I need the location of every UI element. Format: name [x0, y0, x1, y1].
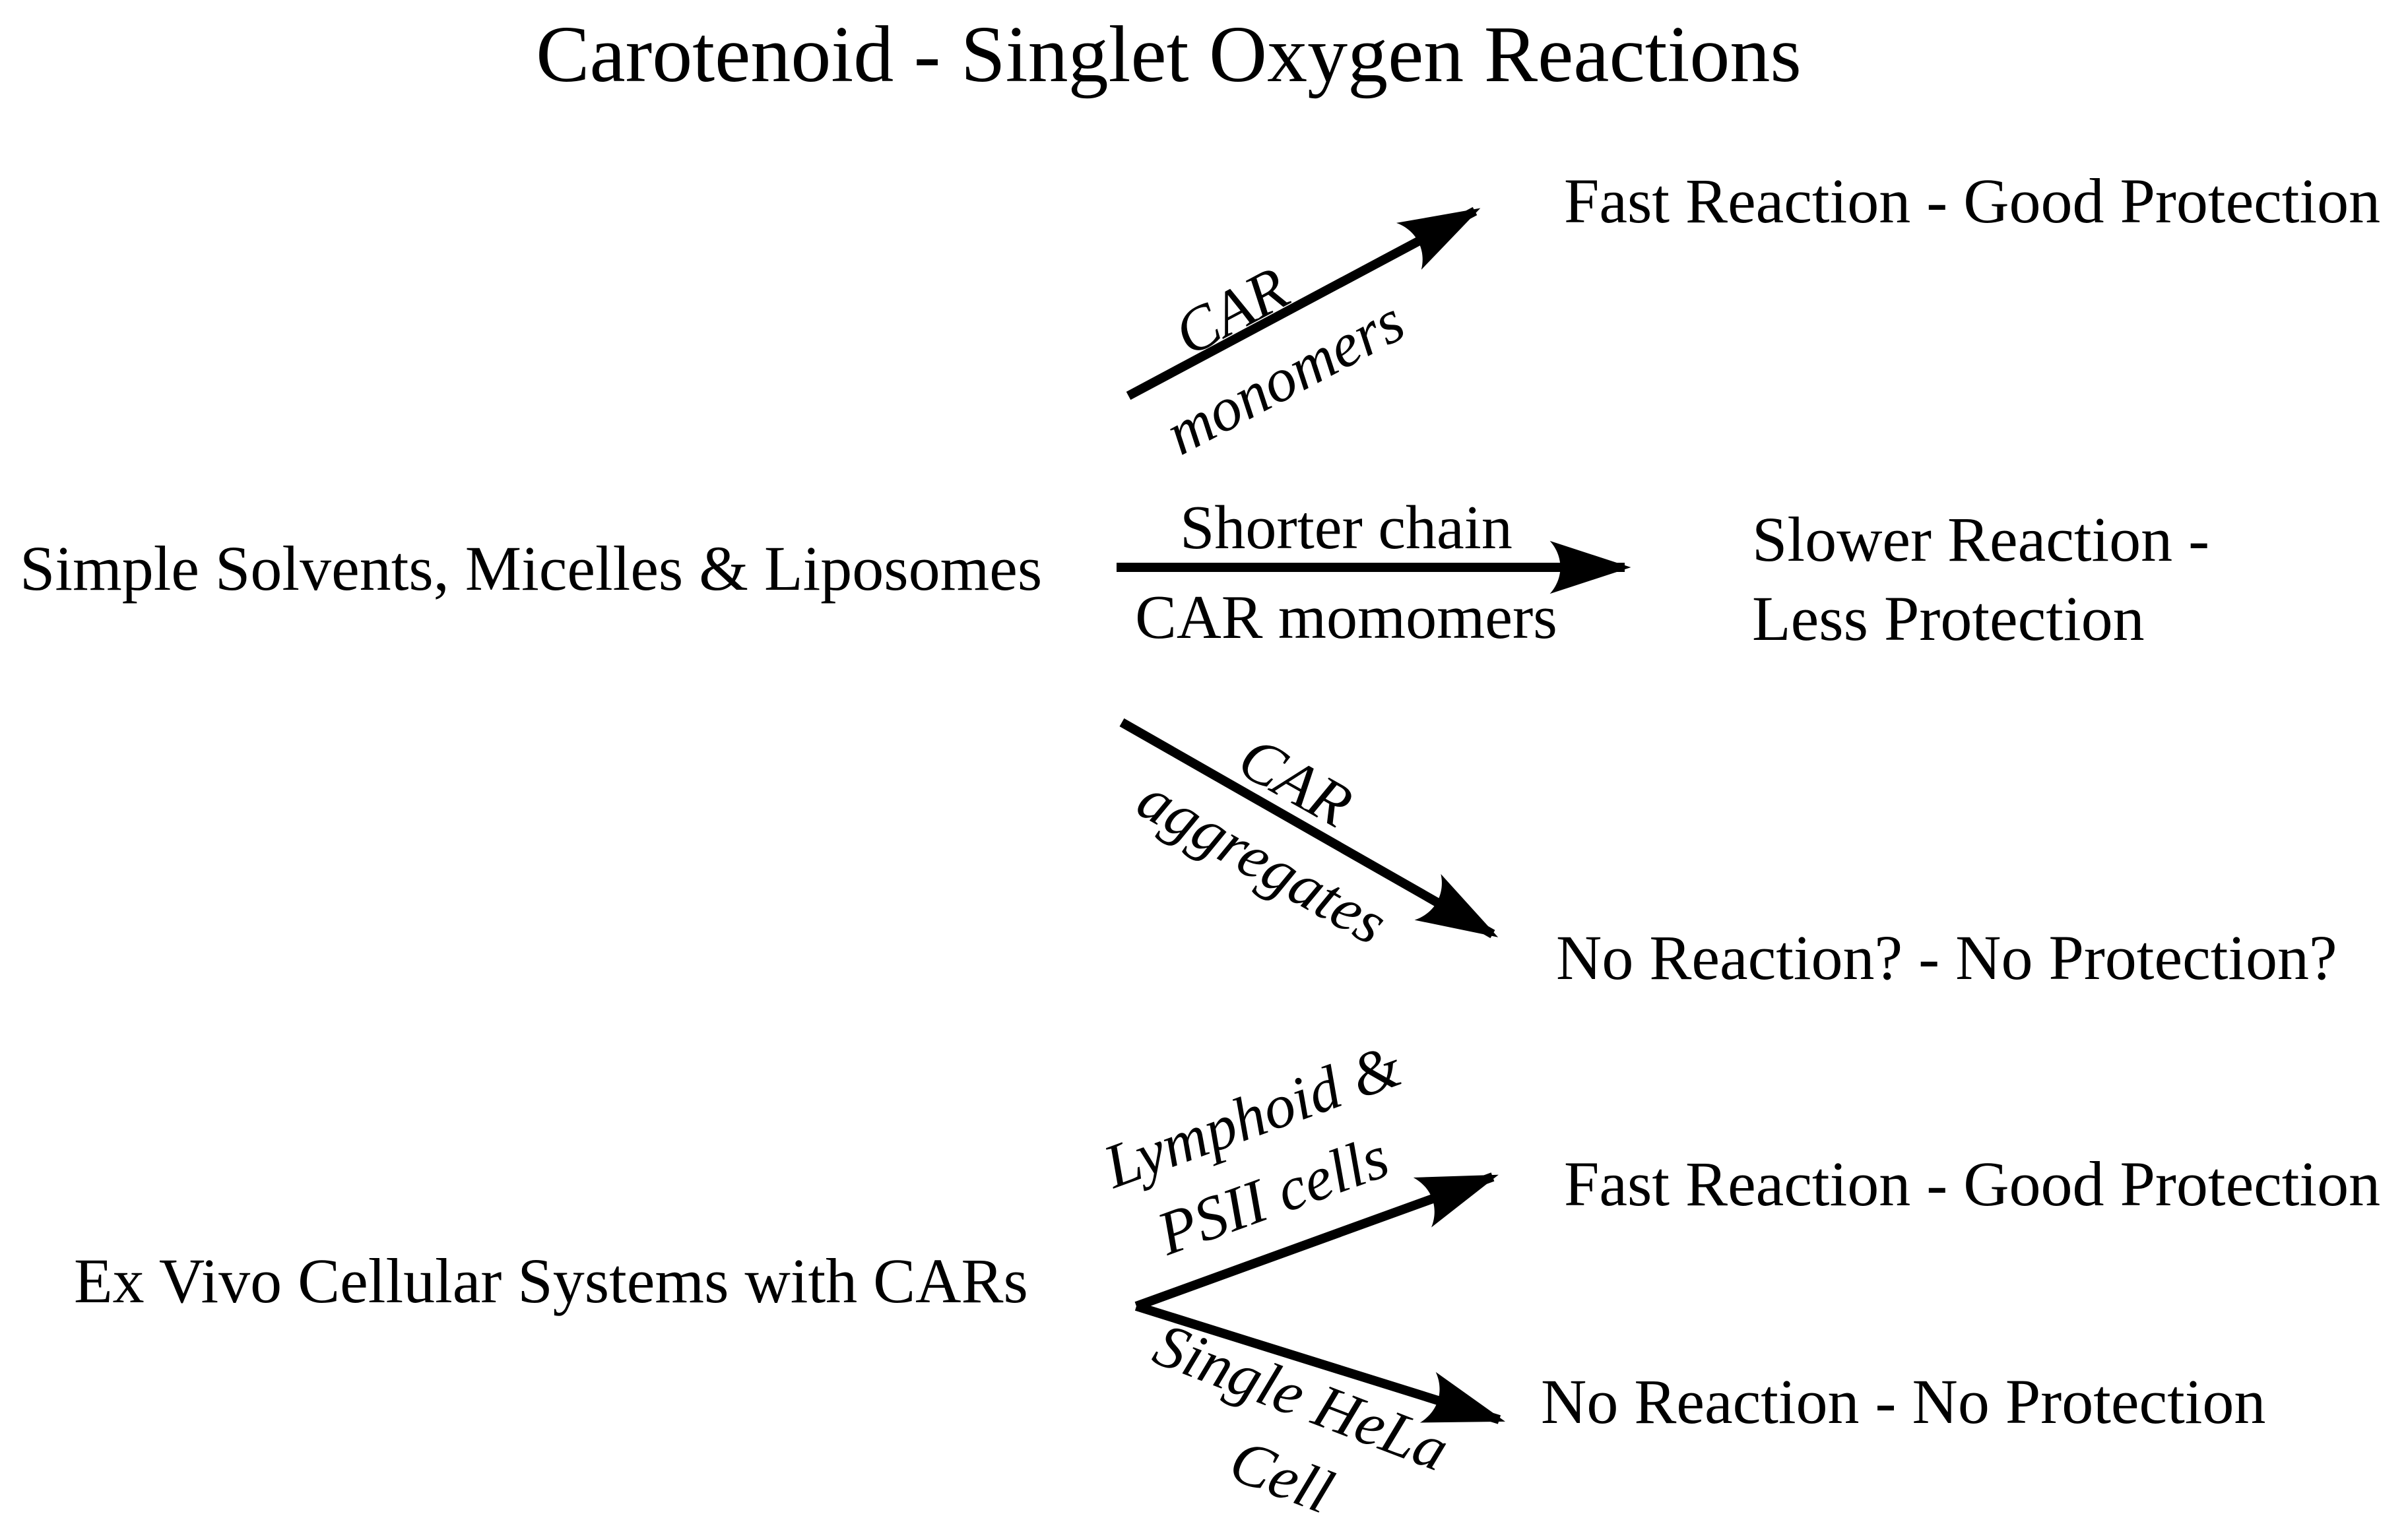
outcome-slower-less-line1: Slower Reaction -	[1752, 504, 2210, 575]
outcome-fast-good-top: Fast Reaction - Good Protection	[1564, 166, 2381, 236]
outcome-no-reaction-question: No Reaction? - No Protection?	[1556, 922, 2337, 993]
outcome-slower-less: Slower Reaction - Less Protection	[1752, 500, 2209, 658]
arrow-car-aggregates	[1119, 718, 1499, 939]
node-ex-vivo: Ex Vivo Cellular Systems with CARs	[74, 1246, 1028, 1316]
arrow-single-hela	[1134, 1302, 1506, 1424]
diagram-title: Carotenoid - Singlet Oxygen Reactions	[536, 10, 1802, 99]
outcome-fast-good-bottom: Fast Reaction - Good Protection	[1564, 1149, 2381, 1219]
arrow-label-car-momomers: CAR momomers	[1135, 583, 1557, 652]
arrow-lymphoid-psii	[1134, 1172, 1499, 1311]
arrow-label-shorter-chain: Shorter chain	[1180, 493, 1513, 562]
outcome-slower-less-line2: Less Protection	[1752, 583, 2145, 654]
outcome-no-reaction-bottom: No Reaction - No Protection	[1541, 1366, 2266, 1437]
node-simple-solvents: Simple Solvents, Micelles & Liposomes	[20, 533, 1043, 604]
arrow-car-monomers	[1126, 206, 1481, 400]
